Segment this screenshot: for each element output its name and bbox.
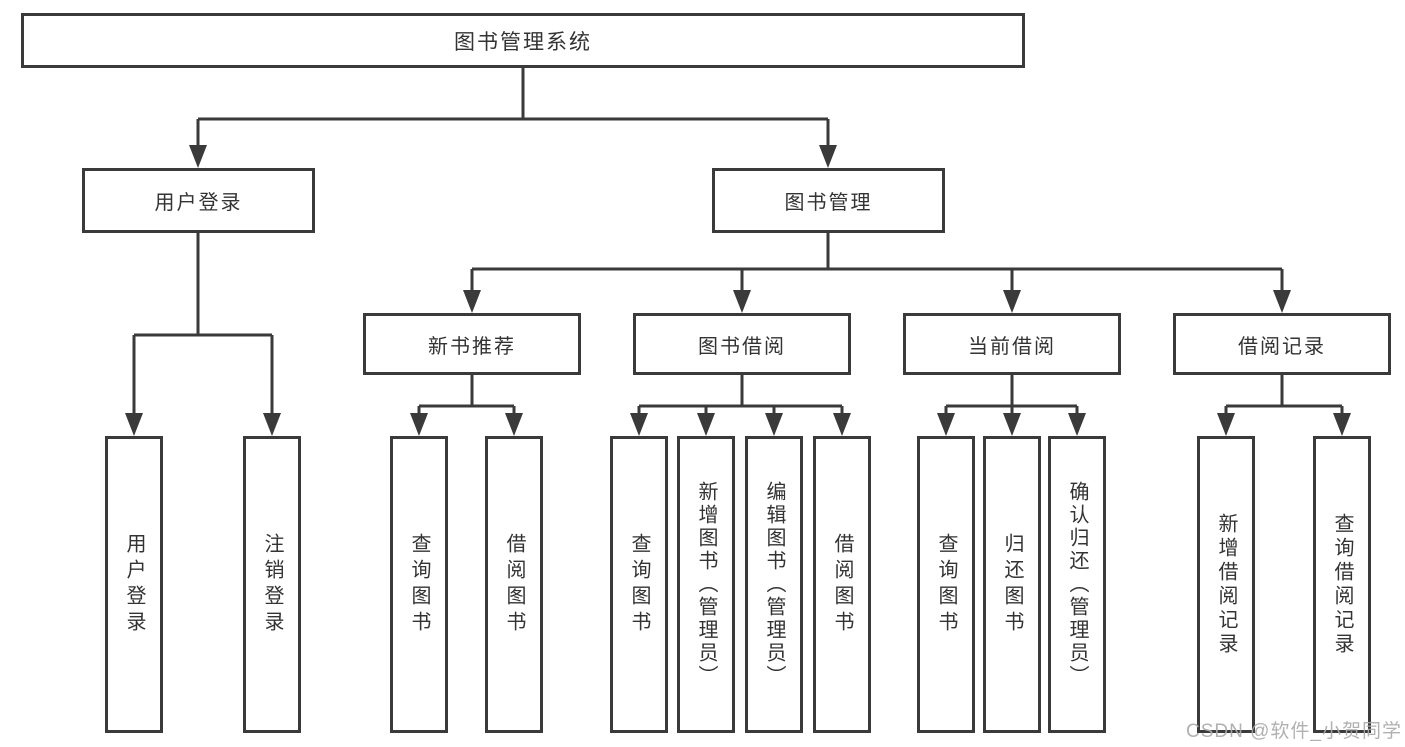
leaf-confirm-return-admin: 确认归还（管理员） xyxy=(1048,436,1106,733)
node-label: 借阅图书 xyxy=(831,532,853,637)
node-label: 查询借阅记录 xyxy=(1331,512,1353,657)
node-label: 查询图书 xyxy=(935,532,957,637)
node-label: 归还图书 xyxy=(1001,532,1023,637)
leaf-logout: 注销登录 xyxy=(243,436,301,733)
node-label: 用户登录 xyxy=(154,192,243,214)
node-label: 当前借阅 xyxy=(968,335,1056,358)
connector-borrow-records-children xyxy=(1224,375,1344,416)
csdn-watermark: CSDN @软件_小贺同学 xyxy=(1186,721,1402,742)
node-label: 新增图书（管理员） xyxy=(695,481,717,688)
connector-root-to-level2 xyxy=(196,68,830,148)
node-label: 编辑图书（管理员） xyxy=(763,481,785,688)
node-book-management: 图书管理 xyxy=(712,168,945,233)
node-book-borrow: 图书借阅 xyxy=(633,313,851,375)
node-label: 新增借阅记录 xyxy=(1215,512,1237,657)
node-label: 图书管理系统 xyxy=(454,30,592,54)
leaf-add-book-admin: 新增图书（管理员） xyxy=(677,436,735,733)
leaf-borrow-books-borrow: 借阅图书 xyxy=(813,436,871,733)
leaf-add-borrow-record: 新增借阅记录 xyxy=(1197,436,1255,733)
node-user-login: 用户登录 xyxy=(82,168,315,233)
node-new-book-recommend: 新书推荐 xyxy=(363,313,581,375)
leaf-return-book: 归还图书 xyxy=(983,436,1041,733)
node-current-borrow: 当前借阅 xyxy=(903,313,1121,375)
leaf-edit-book-admin: 编辑图书（管理员） xyxy=(745,436,803,733)
node-label: 查询图书 xyxy=(408,532,430,637)
arrowheads xyxy=(125,145,1351,436)
connector-user-login-children xyxy=(132,233,274,416)
node-label: 图书借阅 xyxy=(698,335,786,358)
connector-current-borrow-children xyxy=(944,375,1079,416)
node-label: 查询图书 xyxy=(628,532,650,637)
leaf-query-borrow-record: 查询借阅记录 xyxy=(1313,436,1371,733)
leaf-query-books-borrow: 查询图书 xyxy=(610,436,668,733)
node-library-management-system: 图书管理系统 xyxy=(21,13,1025,68)
connector-book-borrow-children xyxy=(637,375,844,416)
leaf-query-books-current: 查询图书 xyxy=(917,436,975,733)
node-label: 注销登录 xyxy=(261,532,283,637)
leaf-borrow-books-recommend: 借阅图书 xyxy=(485,436,543,733)
node-label: 借阅图书 xyxy=(503,532,525,637)
leaf-query-books-recommend: 查询图书 xyxy=(390,436,448,733)
node-label: 确认归还（管理员） xyxy=(1066,481,1088,688)
node-label: 新书推荐 xyxy=(428,335,516,358)
connector-new-book-children xyxy=(417,375,516,416)
leaf-user-login: 用户登录 xyxy=(105,436,163,733)
node-label: 借阅记录 xyxy=(1238,335,1326,358)
node-borrow-records: 借阅记录 xyxy=(1173,313,1391,375)
node-label: 图书管理 xyxy=(784,192,873,214)
node-label: 用户登录 xyxy=(123,532,145,637)
connector-book-management-children xyxy=(470,233,1284,293)
